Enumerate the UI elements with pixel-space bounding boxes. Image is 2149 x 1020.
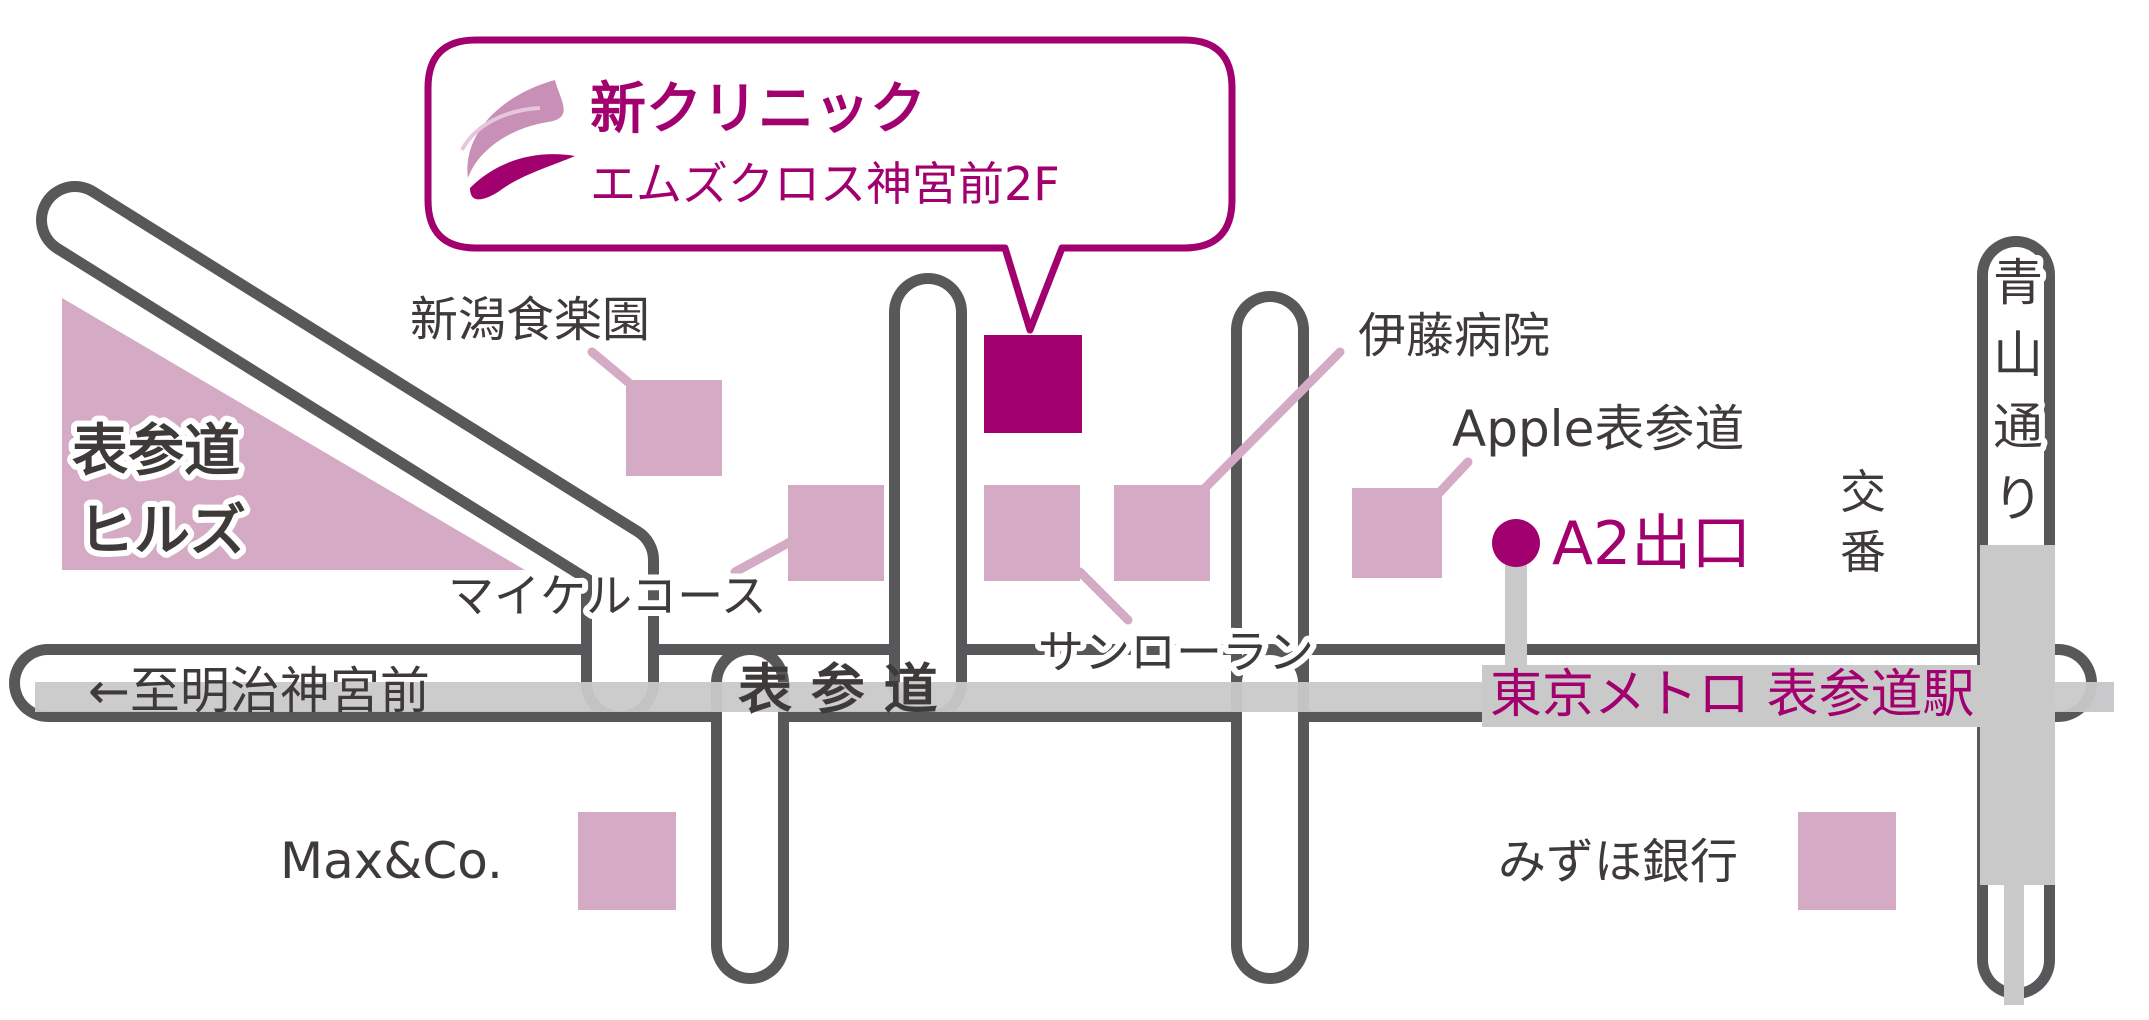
building-niigata-shokurakuen — [626, 380, 722, 476]
label-aoyama-dori-3: 通 — [1993, 398, 2043, 456]
label-michael-kors: マイケルコース — [448, 569, 767, 623]
label-koban-1: 交 — [1840, 465, 1886, 519]
exit-marker-icon — [1492, 519, 1540, 567]
building-apple — [1352, 488, 1442, 578]
building-mizuho — [1798, 812, 1896, 910]
building-michael-kors — [788, 485, 884, 581]
label-saint-laurent: サンローラン — [1038, 625, 1314, 679]
label-mizuho: みずほ銀行 — [1498, 834, 1738, 890]
label-aoyama-dori-2: 山 — [1993, 326, 2043, 384]
exit-connector — [1505, 545, 1527, 665]
leader-niigata — [587, 347, 633, 387]
wing-logo-icon — [460, 80, 575, 200]
label-to-meiji-jingumae: ←至明治神宮前 — [88, 662, 430, 720]
label-max-co: Max&Co. — [280, 832, 503, 890]
building-saint-laurent — [984, 485, 1080, 581]
label-aoyama-dori-1: 青 — [1993, 254, 2043, 312]
label-niigata-shokurakuen: 新潟食楽園 — [410, 292, 650, 348]
leader-ito-hospital — [1200, 347, 1345, 493]
omotesando-hills-area — [62, 298, 525, 570]
label-exit-a2: A2出口 — [1552, 509, 1751, 579]
leader-saint-laurent — [1075, 567, 1133, 625]
label-ito-hospital: 伊藤病院 — [1358, 308, 1550, 364]
building-ito-hospital — [1114, 485, 1210, 581]
callout-bubble — [424, 36, 1236, 334]
omotesando-hills-label-1: 表参道 — [72, 419, 240, 484]
omotesando-hills-label-2: ヒルズ — [78, 499, 246, 564]
label-station-name: 東京メトロ 表参道駅 — [1490, 665, 1975, 725]
clinic-name: 新クリニック — [590, 77, 926, 142]
leader-apple — [1435, 457, 1473, 497]
label-apple: Apple表参道 — [1452, 400, 1744, 458]
building-clinic — [984, 335, 1082, 433]
label-aoyama-dori-4: り — [1993, 470, 2043, 528]
building-max-co — [578, 812, 676, 910]
clinic-address: エムズクロス神宮前2F — [590, 157, 1060, 211]
clinic-callout: 新クリニック エムズクロス神宮前2F — [424, 36, 1236, 334]
label-main-street: 表 参 道 — [738, 658, 938, 721]
leader-michael-kors — [730, 537, 795, 577]
label-koban-2: 番 — [1840, 525, 1886, 579]
